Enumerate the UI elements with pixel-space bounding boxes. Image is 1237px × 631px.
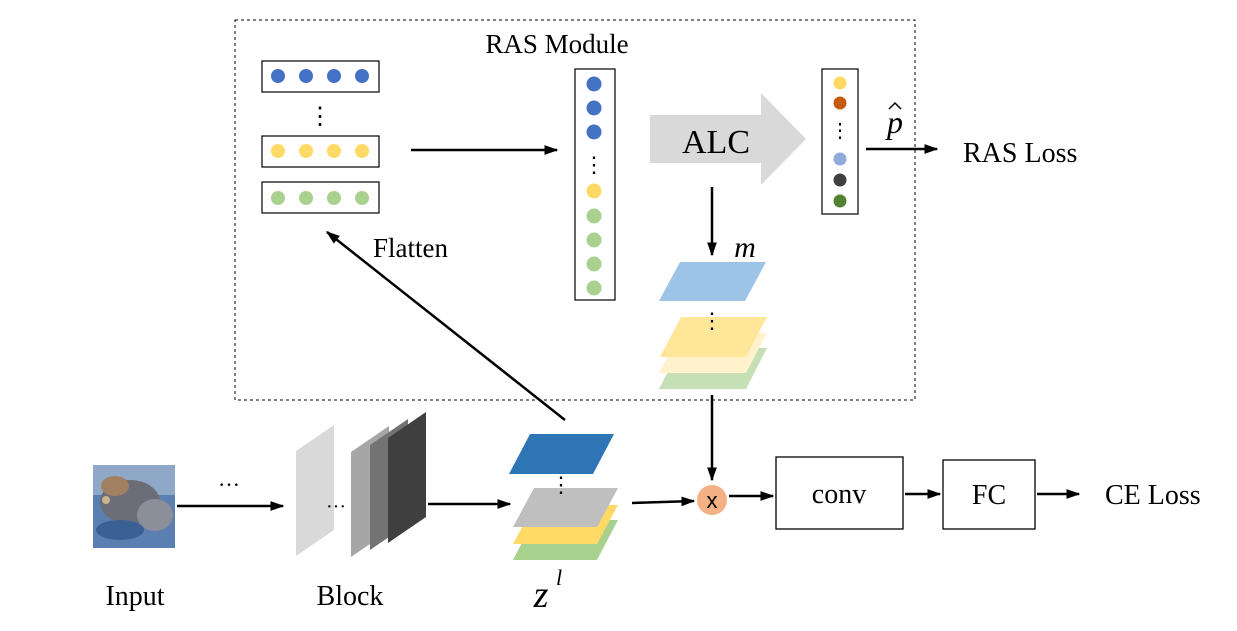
vertical-ellipsis: ⋮ bbox=[308, 104, 332, 130]
feature-vector-green bbox=[261, 181, 380, 214]
block-ellipsis: ··· bbox=[326, 496, 346, 518]
flat-vector-ellipsis: ⋮ bbox=[583, 152, 605, 177]
z-superscript: l bbox=[556, 565, 562, 590]
flatten-arrow bbox=[325, 231, 566, 421]
fc-label: FC bbox=[972, 480, 1006, 511]
multiply-symbol: x bbox=[707, 488, 718, 513]
block-label: Block bbox=[317, 581, 384, 612]
z-label: z bbox=[533, 574, 549, 616]
flatten-label: Flatten bbox=[373, 233, 448, 263]
p-hat-accent bbox=[888, 101, 902, 110]
p-hat-ellipsis: ⋮ bbox=[830, 120, 850, 142]
feature-vector-blue bbox=[261, 60, 380, 93]
ras-module-title: RAS Module bbox=[485, 29, 628, 59]
feature-vector-yellow bbox=[261, 135, 380, 168]
multiply-node bbox=[697, 485, 727, 515]
input-label: Input bbox=[105, 581, 164, 612]
input-ellipsis: ··· bbox=[218, 472, 240, 497]
mask-planes-ellipsis: ⋮ bbox=[701, 308, 723, 333]
z-planes-ellipsis: ⋮ bbox=[550, 472, 572, 497]
flattened-vector bbox=[574, 68, 616, 301]
ras-module-border bbox=[234, 19, 916, 401]
ras-loss-label: RAS Loss bbox=[963, 138, 1077, 169]
p-hat-vector bbox=[821, 68, 859, 215]
alc-arrow bbox=[650, 93, 806, 185]
m-label: m bbox=[734, 231, 756, 264]
ce-loss-label: CE Loss bbox=[1105, 480, 1201, 511]
arrow-z-to-multiply bbox=[631, 496, 696, 507]
fc-box bbox=[942, 459, 1036, 530]
conv-box bbox=[775, 456, 904, 530]
feature-map-planes bbox=[509, 434, 618, 560]
alc-label: ALC bbox=[682, 124, 750, 161]
conv-label: conv bbox=[812, 479, 866, 510]
block-layers bbox=[296, 412, 426, 557]
input-image bbox=[93, 465, 175, 548]
mask-planes bbox=[659, 262, 767, 389]
p-hat-label: p bbox=[885, 104, 903, 140]
